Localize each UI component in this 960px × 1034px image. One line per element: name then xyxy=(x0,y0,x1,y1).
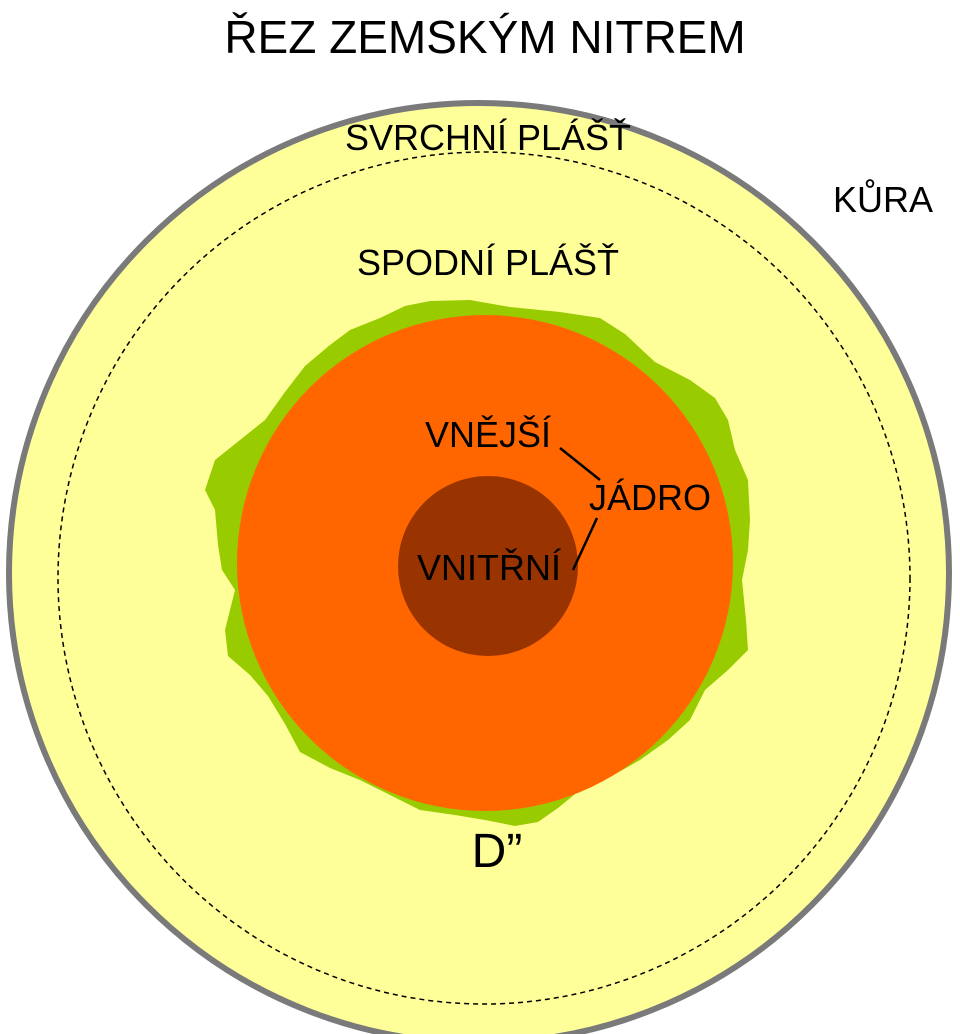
lower-mantle-label: SPODNÍ PLÁŠŤ xyxy=(357,242,619,283)
upper-mantle-label: SVRCHNÍ PLÁŠŤ xyxy=(345,117,631,158)
diagram-title: ŘEZ ZEMSKÝM NITREM xyxy=(224,11,745,63)
d-double-prime-label: D” xyxy=(472,825,523,878)
inner-core-label: VNITŘNÍ xyxy=(417,547,561,588)
core-label: JÁDRO xyxy=(589,477,711,518)
outer-core-label: VNĚJŠÍ xyxy=(425,414,551,455)
crust-label: KŮRA xyxy=(833,178,933,220)
